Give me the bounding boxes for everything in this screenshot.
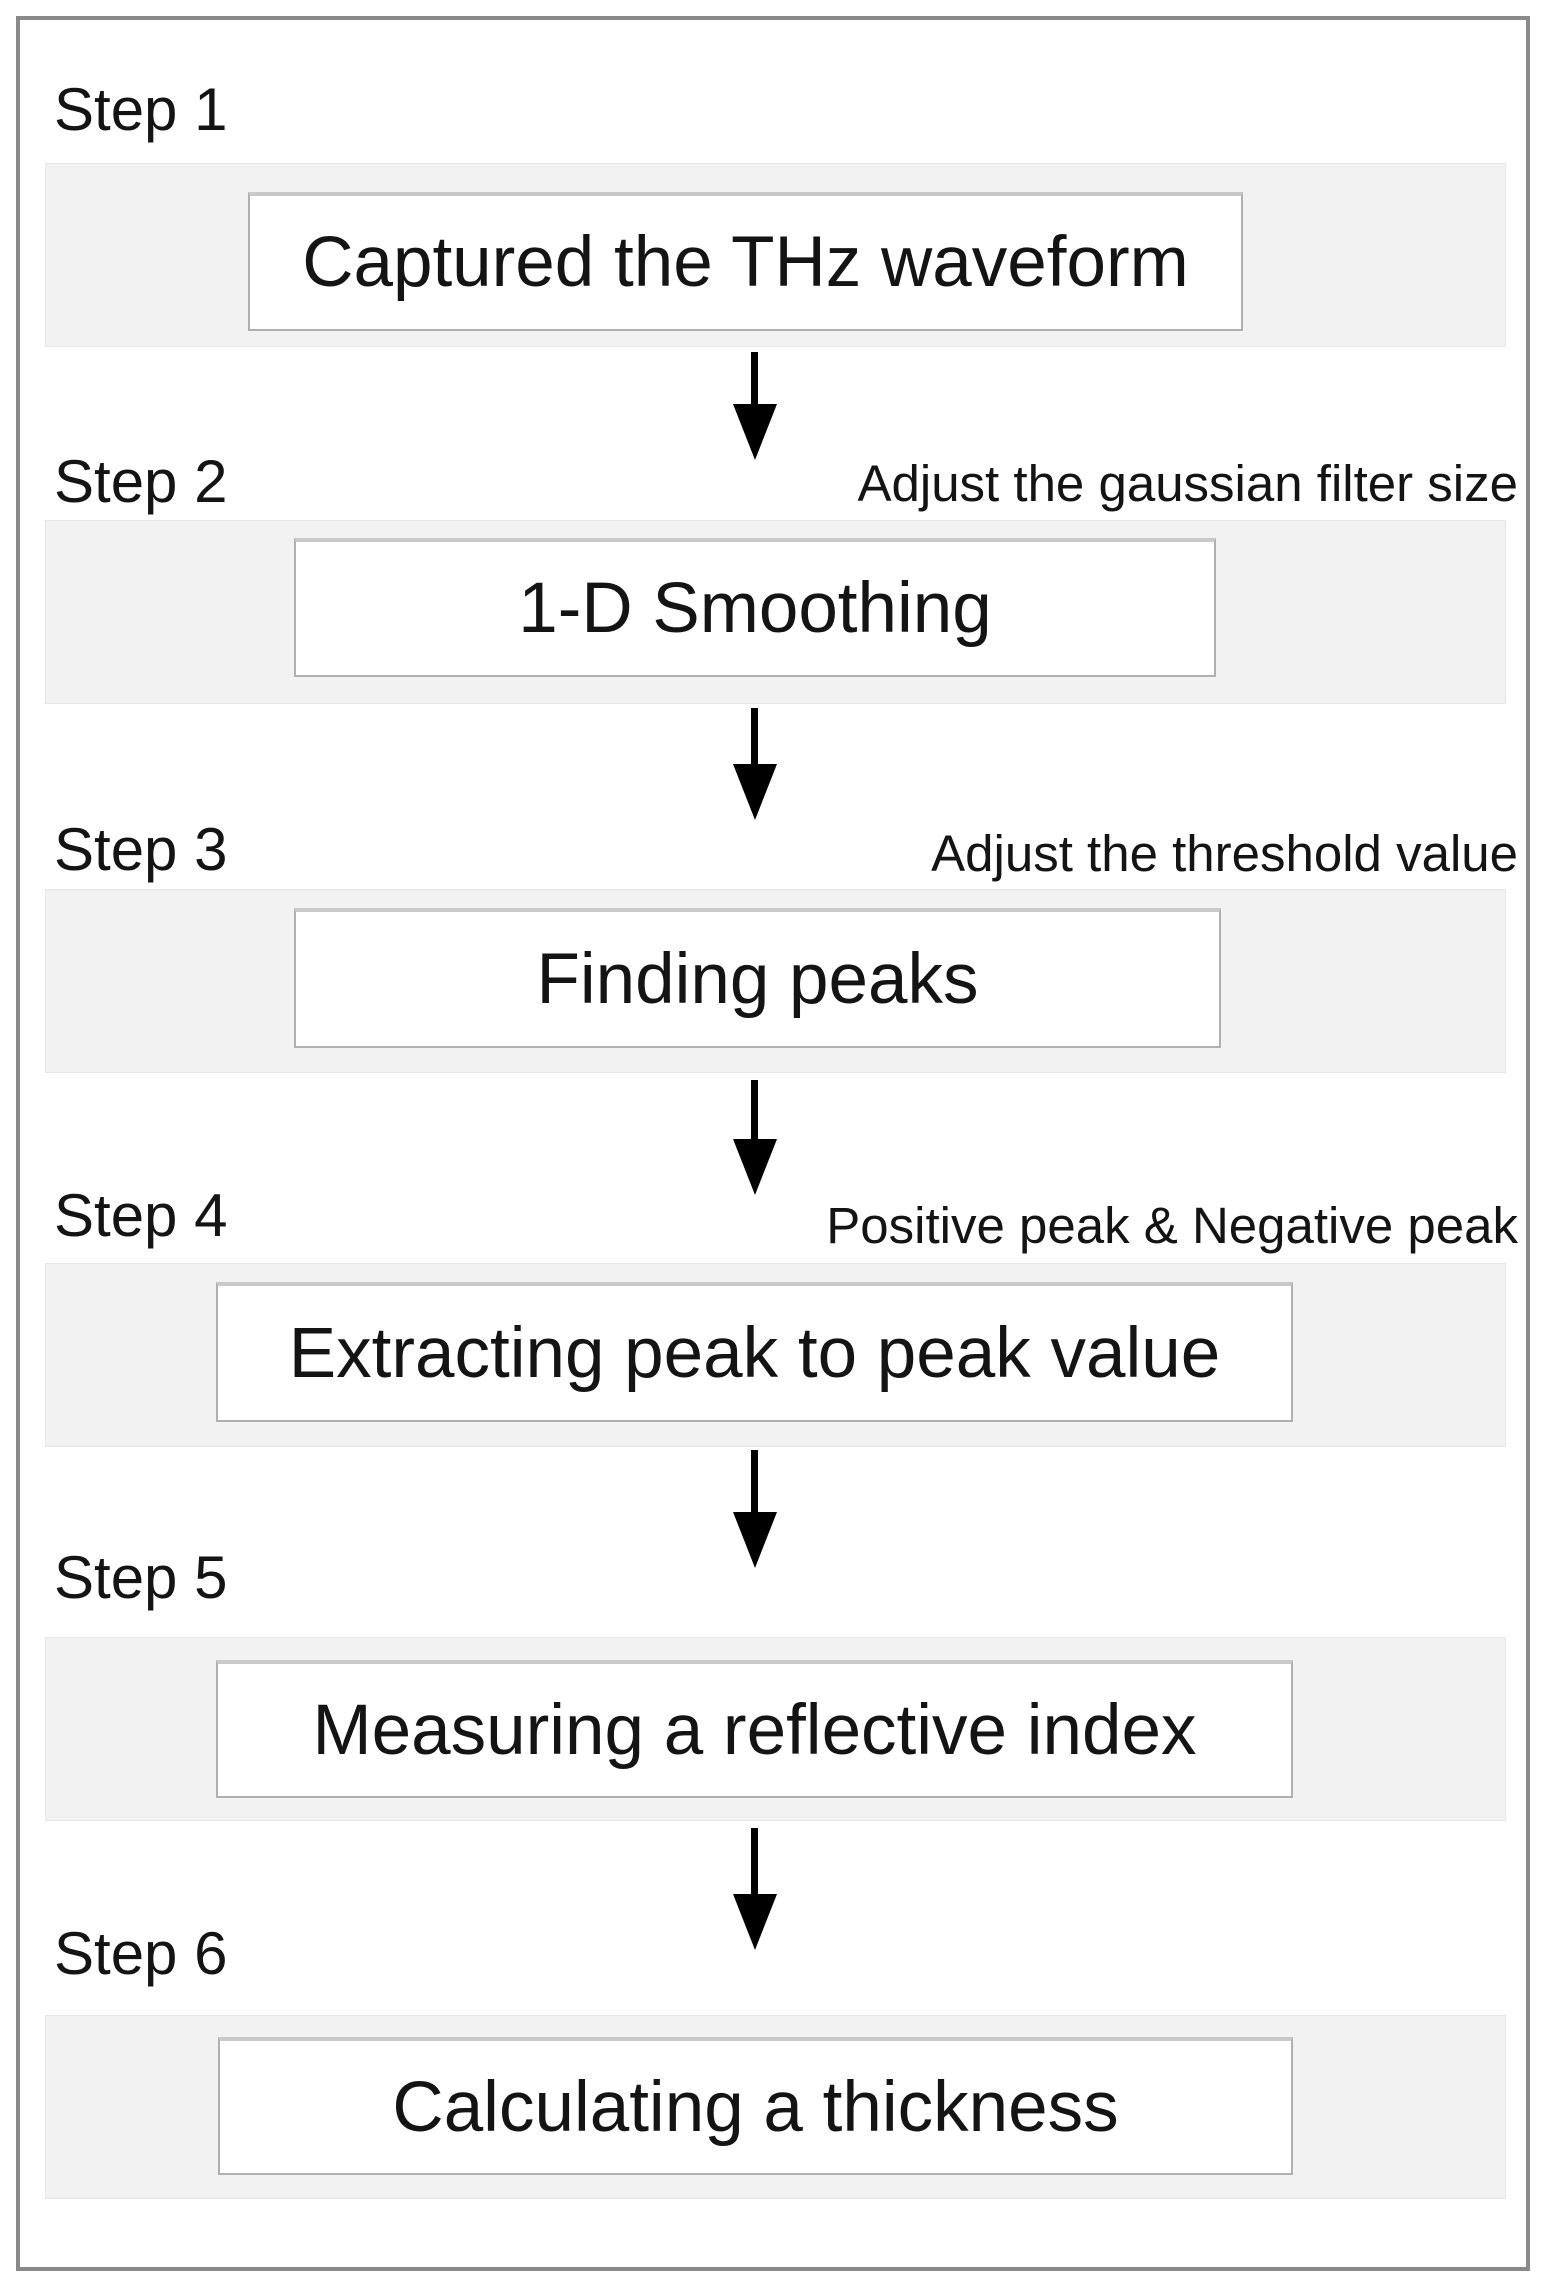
step-4-note: Positive peak & Negative peak: [826, 1197, 1518, 1254]
step-5-label: Step 5: [54, 1544, 228, 1611]
arrow-stem: [751, 1450, 758, 1518]
arrow-down-icon: [733, 352, 777, 460]
arrow-stem: [751, 352, 758, 410]
arrow-stem: [751, 1828, 758, 1900]
step-5-box-title: Measuring a reflective index: [312, 1690, 1197, 1770]
step-3-box: Finding peaks: [294, 908, 1221, 1048]
arrow-down-icon: [733, 1828, 777, 1950]
step-4-box: Extracting peak to peak value: [216, 1282, 1293, 1422]
step-1-box: Captured the THz waveform: [248, 192, 1243, 331]
arrow-down-icon: [733, 708, 777, 820]
arrow-head: [733, 404, 777, 460]
step-2-box: 1-D Smoothing: [294, 538, 1216, 677]
step-1-box-title: Captured the THz waveform: [302, 223, 1189, 302]
step-3-label: Step 3: [54, 816, 228, 883]
arrow-head: [733, 1512, 777, 1568]
arrow-head: [733, 1894, 777, 1950]
step-4-box-title: Extracting peak to peak value: [288, 1313, 1221, 1393]
step-1-label: Step 1: [54, 76, 228, 143]
step-5-box: Measuring a reflective index: [216, 1660, 1293, 1798]
arrow-down-icon: [733, 1450, 777, 1568]
arrow-head: [733, 1139, 777, 1195]
step-3-box-title: Finding peaks: [536, 939, 979, 1019]
arrow-head: [733, 764, 777, 820]
step-4-label: Step 4: [54, 1182, 228, 1249]
arrow-down-icon: [733, 1080, 777, 1195]
step-3-note: Adjust the threshold value: [931, 825, 1518, 882]
step-6-box: Calculating a thickness: [218, 2037, 1293, 2175]
arrow-stem: [751, 708, 758, 770]
arrow-stem: [751, 1080, 758, 1145]
step-2-label: Step 2: [54, 448, 228, 515]
step-2-note: Adjust the gaussian filter size: [857, 455, 1518, 512]
step-6-label: Step 6: [54, 1920, 228, 1987]
step-6-box-title: Calculating a thickness: [392, 2067, 1119, 2147]
step-2-box-title: 1-D Smoothing: [518, 569, 992, 648]
